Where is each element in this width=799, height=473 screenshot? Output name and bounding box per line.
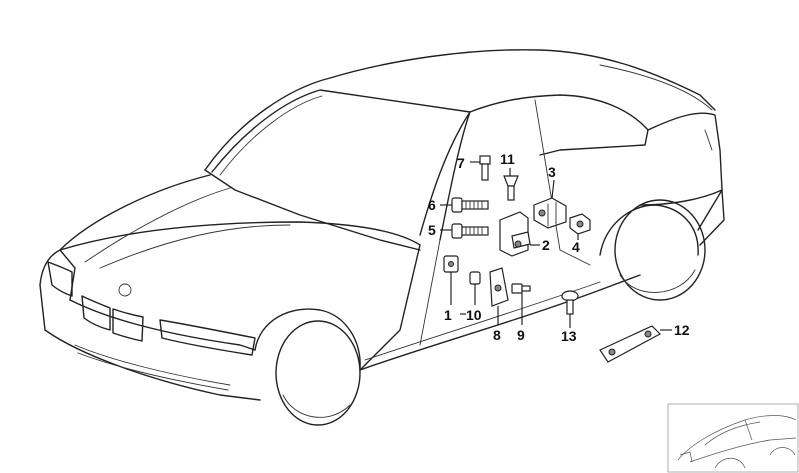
part-5-bolt — [451, 223, 489, 239]
callout-6: 6 — [428, 197, 436, 213]
callout-5: 5 — [428, 222, 436, 238]
callout-2: 2 — [542, 237, 550, 253]
part-6-bolt — [451, 197, 489, 213]
callout-labels: 7 11 3 6 5 2 4 1 10 8 9 13 12 — [428, 151, 690, 344]
part-13-bolt — [561, 290, 579, 315]
callout-9: 9 — [517, 327, 525, 343]
callout-11: 11 — [500, 151, 515, 167]
part-9-bolt — [511, 283, 531, 294]
part-4-nut — [569, 213, 591, 235]
part-10-clip — [469, 271, 481, 285]
callout-7: 7 — [457, 155, 465, 171]
callout-12: 12 — [674, 322, 690, 338]
part-12-plate — [599, 325, 661, 363]
callout-3: 3 — [548, 164, 556, 180]
callout-10: 10 — [466, 307, 482, 323]
part-8-bracket — [489, 267, 509, 307]
part-2-hinge — [499, 211, 531, 257]
part-11-bolt — [503, 175, 519, 201]
callout-4: 4 — [572, 239, 580, 255]
car-outline-icon — [39, 49, 725, 426]
part-1-clip — [443, 255, 459, 273]
part-7-bolt — [479, 155, 491, 181]
callout-13: 13 — [561, 328, 577, 344]
leader-lines — [440, 161, 672, 331]
part-3-hinge-block — [533, 197, 567, 229]
car-thumbnail-icon — [667, 403, 799, 473]
callout-8: 8 — [493, 327, 501, 343]
callout-1: 1 — [444, 307, 452, 323]
